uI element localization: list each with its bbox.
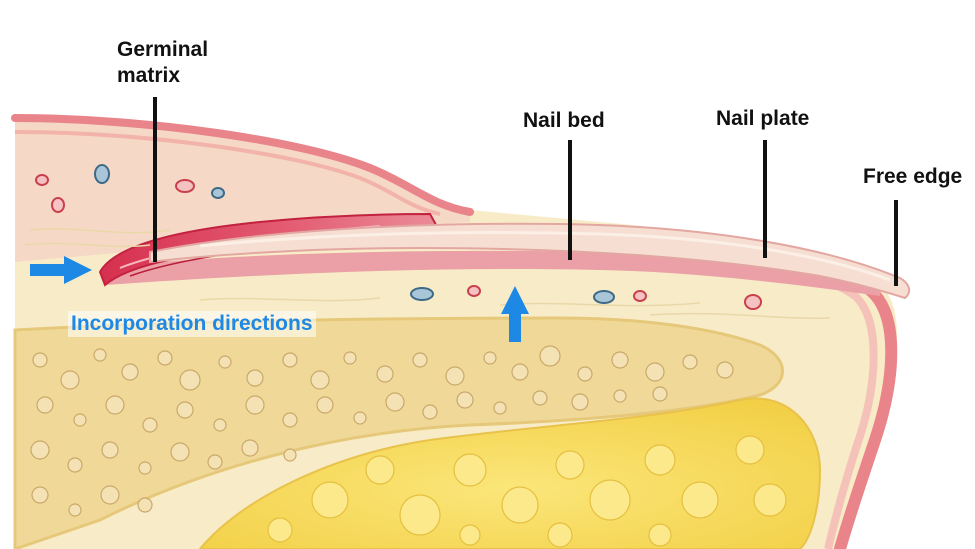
nail-plate-label: Nail plate: [716, 107, 810, 130]
dermis-cells: [35, 164, 762, 310]
arrow-up-icon: [501, 286, 529, 342]
marrow: [198, 397, 822, 549]
free-edge-label: Free edge: [863, 165, 963, 188]
bone-pits: [30, 345, 734, 517]
arrow-right-icon: [30, 256, 92, 284]
incorporation-directions-label: Incorporation directions: [68, 311, 316, 337]
germinal-matrix-label: Germinal matrix: [117, 38, 209, 87]
nail-fold-outline: [11, 114, 474, 216]
proximal-nail-fold: [15, 118, 470, 262]
marrow-globules: [267, 435, 787, 548]
nail-bed-label: Nail bed: [523, 109, 605, 132]
nail-bed: [105, 250, 880, 296]
